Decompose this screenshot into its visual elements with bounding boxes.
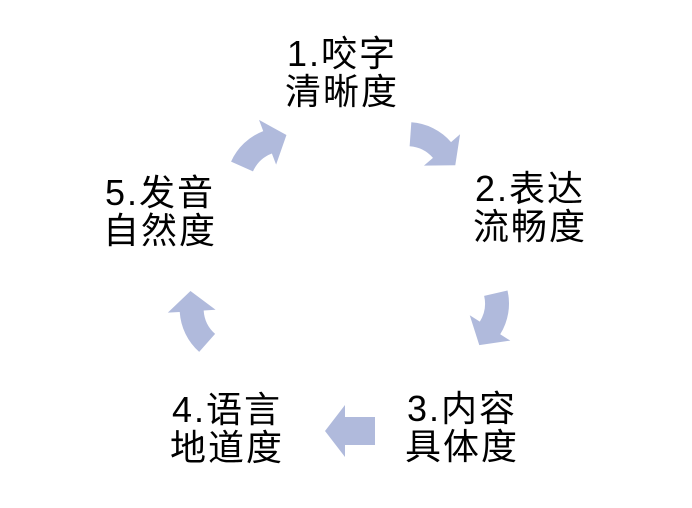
block-arrow-4-to-5-icon (167, 291, 216, 352)
cycle-step-1-line-1: 1.咬字 (286, 33, 398, 74)
block-arrow-3-to-4-icon (325, 405, 375, 457)
cycle-step-2-line-1: 2.表达 (474, 168, 586, 209)
cycle-step-5-line-2: 自然度 (102, 210, 218, 251)
cycle-step-2: 2.表达 流畅度 (473, 170, 587, 246)
cycle-step-3-line-1: 3.内容 (406, 388, 518, 429)
block-arrow-2-to-3-icon (469, 290, 511, 346)
cycle-step-2-line-2: 流畅度 (472, 206, 588, 247)
cycle-step-3: 3.内容 具体度 (405, 390, 519, 466)
cycle-step-5: 5.发音 自然度 (103, 174, 217, 250)
cycle-step-4-line-1: 4.语言 (171, 389, 283, 430)
cycle-step-4: 4.语言 地道度 (170, 391, 284, 467)
cycle-step-1-line-2: 清晰度 (284, 71, 400, 112)
cycle-step-4-line-2: 地道度 (169, 427, 285, 468)
block-arrow-1-to-2-icon (409, 122, 461, 166)
cycle-step-1: 1.咬字 清晰度 (285, 35, 399, 111)
cycle-step-3-line-2: 具体度 (404, 426, 520, 467)
cycle-step-5-line-1: 5.发音 (104, 172, 216, 213)
block-arrow-5-to-1-icon (231, 119, 287, 172)
